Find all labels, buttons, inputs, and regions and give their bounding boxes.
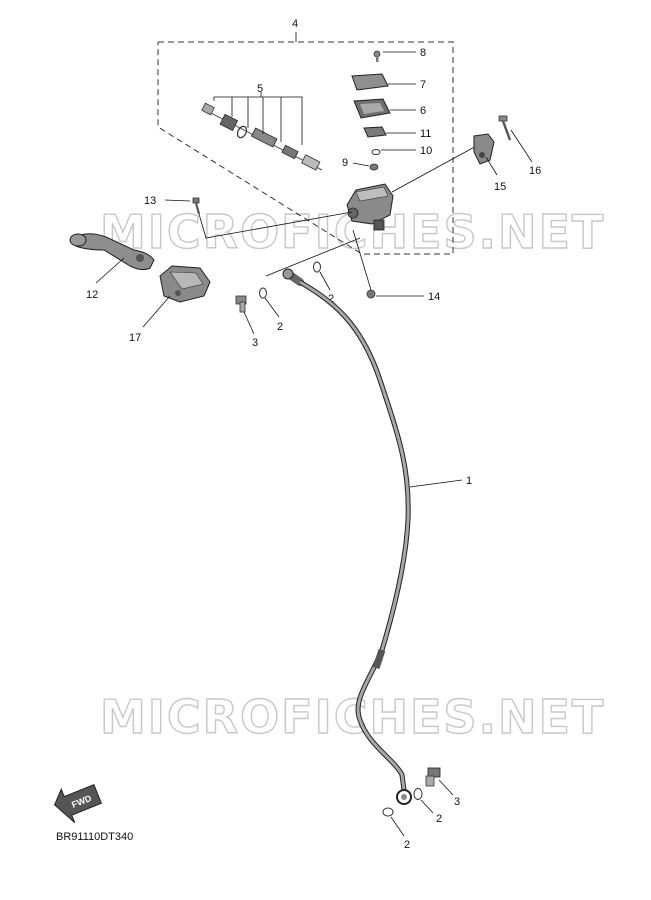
callout-12: 12 bbox=[86, 289, 98, 301]
clutch-lever-icon bbox=[69, 233, 155, 271]
diaphragm-plate-icon bbox=[363, 126, 387, 138]
o-ring-icon bbox=[371, 149, 381, 155]
callout-2d: 2 bbox=[404, 839, 410, 851]
piston-kit-icon bbox=[201, 102, 323, 171]
callout-9: 9 bbox=[342, 157, 348, 169]
copper-washer-lower-b-icon bbox=[382, 807, 394, 817]
watermark-bottom: MICROFICHES.NET bbox=[100, 690, 605, 744]
callout-3b: 3 bbox=[454, 796, 460, 808]
lever-pivot-bolt-icon bbox=[192, 197, 201, 215]
forward-direction-arrow-icon: FWD bbox=[54, 783, 103, 823]
callout-10: 10 bbox=[420, 145, 432, 157]
nut-icon bbox=[369, 163, 379, 171]
document-id: BR91110DT340 bbox=[56, 831, 133, 843]
master-cylinder-icon bbox=[346, 183, 394, 231]
union-bolt-upper-icon bbox=[235, 295, 247, 313]
copper-washer-lower-a-icon bbox=[413, 788, 423, 800]
clutch-hose-icon bbox=[282, 268, 412, 805]
callout-17: 17 bbox=[129, 332, 141, 344]
callout-11: 11 bbox=[420, 128, 431, 140]
holder-bolt-icon bbox=[498, 115, 512, 141]
callout-4: 4 bbox=[292, 18, 298, 30]
handlebar-switch-icon bbox=[159, 265, 211, 303]
assembly-boundary bbox=[157, 41, 454, 255]
callout-13: 13 bbox=[144, 195, 156, 207]
callout-15: 15 bbox=[494, 181, 506, 193]
union-bolt-lower-icon bbox=[425, 767, 441, 787]
copper-washer-upper-a-icon bbox=[313, 261, 321, 273]
copper-washer-upper-b-icon bbox=[259, 287, 267, 299]
callout-2c: 2 bbox=[436, 813, 442, 825]
callout-2a: 2 bbox=[328, 293, 334, 305]
reservoir-cap-icon bbox=[351, 73, 389, 91]
bleeder-cap-icon bbox=[366, 289, 376, 299]
callout-1: 1 bbox=[466, 475, 472, 487]
callout-5: 5 bbox=[257, 83, 263, 95]
callout-6: 6 bbox=[420, 105, 426, 117]
callout-3a: 3 bbox=[252, 337, 258, 349]
callout-2b: 2 bbox=[277, 321, 283, 333]
reservoir-screw-icon bbox=[373, 50, 381, 62]
callout-16: 16 bbox=[529, 165, 541, 177]
callout-14: 14 bbox=[428, 291, 440, 303]
callout-7: 7 bbox=[420, 79, 426, 91]
master-cylinder-holder-icon bbox=[473, 133, 495, 165]
callout-8: 8 bbox=[420, 47, 426, 59]
